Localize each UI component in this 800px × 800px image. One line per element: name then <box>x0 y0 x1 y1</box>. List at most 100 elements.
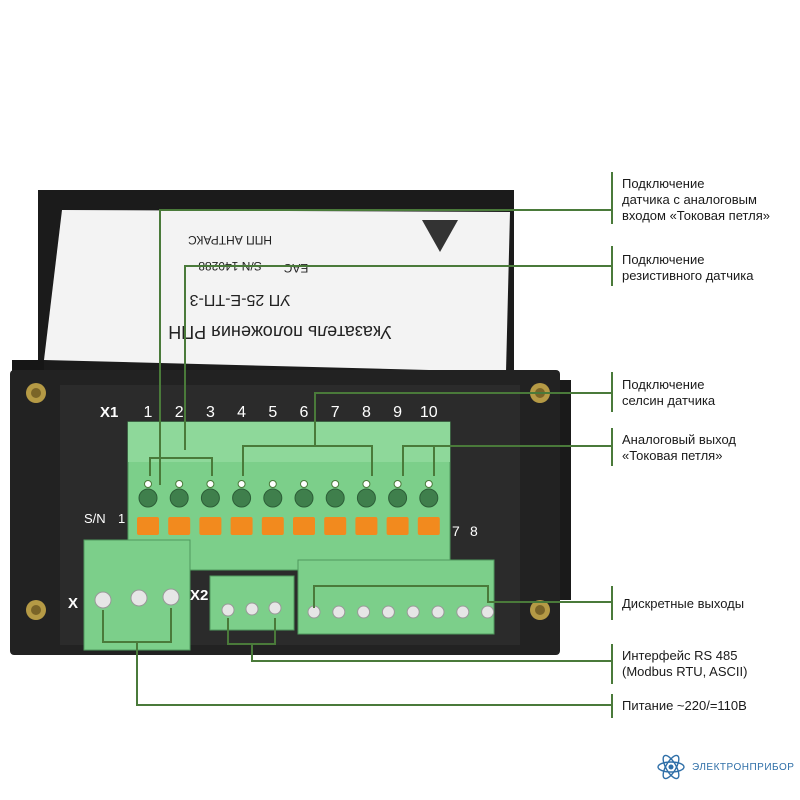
pin-label-10: 10 <box>420 404 438 421</box>
callout-line: Аналоговый выход <box>622 432 736 447</box>
callout-resistive: Подключение резистивного датчика <box>622 252 753 284</box>
connector-x-label: X <box>68 595 78 612</box>
discrete-screw-7 <box>456 605 470 619</box>
discrete-screws <box>307 605 495 619</box>
pin-label-8: 8 <box>362 404 371 421</box>
release-lever-9 <box>386 517 409 535</box>
brand-name: ЭЛЕКТРОНПРИБОР <box>692 761 795 773</box>
label-maker: НПП АНТРАКС <box>188 233 272 247</box>
release-lever-2 <box>168 517 191 535</box>
screw-bottom-left <box>26 600 46 620</box>
pin-label-6: 6 <box>300 404 309 421</box>
wire-entry-8 <box>356 488 376 508</box>
callout-line: «Токовая петля» <box>622 448 723 463</box>
leader-resistive <box>184 265 612 450</box>
label-title: Указатель положения РПН <box>168 322 392 342</box>
wire-entry-6 <box>294 488 314 508</box>
pin-label-3: 3 <box>206 404 215 421</box>
x1-wire-entries <box>137 480 440 535</box>
discrete-screw-2 <box>332 605 346 619</box>
brand-logo-on-label <box>422 220 458 252</box>
discrete-screw-6 <box>431 605 445 619</box>
discrete-screw-4 <box>381 605 395 619</box>
screw-top-left <box>26 383 46 403</box>
pin-marker-1 <box>144 480 152 488</box>
discrete-label-8: 8 <box>470 523 478 539</box>
pin-marker-7 <box>331 480 340 488</box>
discrete-screw-8 <box>481 605 495 619</box>
release-lever-5 <box>261 517 284 535</box>
screw-bottom-right <box>530 600 550 620</box>
release-lever-4 <box>230 517 253 535</box>
callout-line: входом «Токовая петля» <box>622 208 771 223</box>
discrete-label-7: 7 <box>452 523 460 539</box>
callout-line: резистивного датчика <box>622 268 754 283</box>
atom-icon <box>657 754 685 780</box>
leader-selsyn <box>314 392 612 446</box>
pin-label-2: 2 <box>175 404 184 421</box>
label-mark: EAC <box>283 261 308 275</box>
pin-marker-6 <box>300 480 308 488</box>
wire-entry-2 <box>169 488 189 508</box>
sn-label: S/N <box>84 511 106 526</box>
connector-x2-label: X2 <box>190 587 208 604</box>
connector-x1-label: X1 <box>100 404 118 421</box>
release-lever-8 <box>355 517 378 535</box>
release-lever-3 <box>199 517 222 535</box>
pin-label-9: 9 <box>393 404 402 421</box>
callout-discrete: Дискретные выходы <box>622 596 744 612</box>
power-screws <box>94 588 180 609</box>
pin-label-1: 1 <box>144 404 153 421</box>
wire-entry-5 <box>263 488 283 508</box>
leader-discrete <box>313 585 612 608</box>
wire-entry-7 <box>325 488 345 508</box>
terminal-block-discrete <box>297 559 495 635</box>
pin-marker-9 <box>393 480 402 488</box>
callout-analog-output: Аналоговый выход «Токовая петля» <box>622 432 736 464</box>
pin-marker-4 <box>237 480 246 488</box>
callout-rs485: Интерфейс RS 485 (Modbus RTU, ASCII) <box>622 648 747 680</box>
wire-entry-9 <box>388 488 408 508</box>
wire-entry-3 <box>200 488 220 508</box>
leader-analog-input <box>159 209 612 485</box>
callout-line: Подключение <box>622 252 705 267</box>
pin-marker-5 <box>268 480 277 488</box>
wire-entry-1 <box>138 488 158 508</box>
callout-line: селсин датчика <box>622 393 716 408</box>
callout-line: Интерфейс RS 485 <box>622 648 738 663</box>
callout-line: Подключение <box>622 377 705 392</box>
x1-pin-labels: 1 2 3 4 5 6 7 8 9 10 <box>144 404 438 421</box>
wire-entry-4 <box>232 488 252 508</box>
terminal-block-x1-top <box>128 422 450 462</box>
release-lever-1 <box>137 517 159 535</box>
release-lever-10 <box>417 517 440 535</box>
pin-marker-8 <box>362 480 371 488</box>
callout-selsyn: Подключение селсин датчика <box>622 377 715 409</box>
leader-power <box>136 642 612 706</box>
callout-line: Подключение <box>622 176 705 191</box>
pin-marker-10 <box>424 480 433 488</box>
release-lever-7 <box>324 517 347 535</box>
brand-logo: ЭЛЕКТРОНПРИБОР <box>656 752 794 782</box>
discrete-screw-5 <box>406 605 420 619</box>
label-model: УП 25-Е-ТП-3 <box>190 291 291 308</box>
pin-marker-2 <box>175 480 184 488</box>
callout-power: Питание ~220/=110В <box>622 698 747 714</box>
discrete-screw-3 <box>357 605 371 619</box>
rs485-screws <box>221 601 282 617</box>
pin-label-4: 4 <box>237 404 246 421</box>
wire-entry-10 <box>419 488 439 508</box>
pin-label-5: 5 <box>268 404 277 421</box>
callout-line: Питание ~220/=110В <box>622 698 747 713</box>
callout-analog-input: Подключение датчика с аналоговым входом … <box>622 176 770 224</box>
leader-rs485 <box>251 644 612 662</box>
callout-line: (Modbus RTU, ASCII) <box>622 664 748 679</box>
release-lever-6 <box>293 517 315 535</box>
sn-number: 1 <box>118 511 125 526</box>
callout-line: Дискретные выходы <box>622 596 745 611</box>
leader-lines <box>102 172 613 718</box>
pin-label-7: 7 <box>331 404 340 421</box>
pin-marker-3 <box>206 480 215 488</box>
